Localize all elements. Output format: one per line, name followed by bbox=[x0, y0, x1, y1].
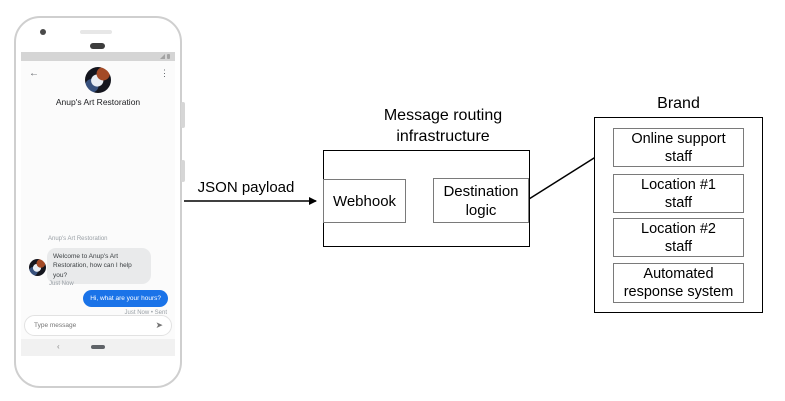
outgoing-timestamp: Just Now • Sent bbox=[124, 310, 167, 316]
android-nav-bar: ‹ bbox=[21, 339, 175, 356]
phone-frame: ← ⋮ Anup's Art Restoration Anup's Art Re… bbox=[14, 16, 185, 388]
incoming-message-bubble: Welcome to Anup's Art Restoration, how c… bbox=[47, 248, 151, 285]
earpiece-speaker bbox=[80, 30, 112, 34]
status-bar bbox=[21, 52, 175, 61]
send-icon[interactable]: ➤ bbox=[155, 320, 163, 330]
overflow-menu-icon[interactable]: ⋮ bbox=[160, 68, 169, 78]
brand-member-location-2: Location #2 staff bbox=[613, 218, 744, 257]
battery-icon bbox=[167, 54, 170, 59]
chat-header: ← ⋮ Anup's Art Restoration bbox=[21, 61, 175, 109]
brand-member-location-1: Location #1 staff bbox=[613, 174, 744, 213]
chat-title: Anup's Art Restoration bbox=[55, 97, 141, 107]
message-avatar bbox=[29, 259, 46, 276]
nav-back-icon[interactable]: ‹ bbox=[57, 342, 60, 351]
signal-icon bbox=[160, 54, 165, 59]
destination-logic-box: Destination logic bbox=[433, 178, 529, 223]
business-avatar bbox=[85, 67, 111, 93]
message-input[interactable] bbox=[25, 322, 156, 329]
sender-name-label: Anup's Art Restoration bbox=[48, 236, 108, 242]
webhook-box: Webhook bbox=[323, 179, 406, 223]
json-payload-label: JSON payload bbox=[197, 179, 295, 196]
brand-member-online-support: Online support staff bbox=[613, 128, 744, 167]
nav-home-pill[interactable] bbox=[91, 345, 105, 349]
incoming-timestamp: Just Now bbox=[49, 281, 74, 287]
brand-member-automated-response: Automated response system bbox=[613, 263, 744, 303]
routing-infrastructure-title: Message routing infrastructure bbox=[383, 107, 503, 145]
arrow-destination-to-brand bbox=[528, 152, 603, 200]
front-camera-icon bbox=[40, 29, 46, 35]
phone-screen: ← ⋮ Anup's Art Restoration Anup's Art Re… bbox=[21, 52, 175, 356]
volume-button bbox=[181, 102, 185, 128]
message-composer[interactable]: ➤ bbox=[24, 315, 172, 336]
brand-title: Brand bbox=[657, 95, 700, 112]
power-button bbox=[181, 160, 185, 182]
speaker-grill bbox=[90, 43, 105, 49]
outgoing-message-bubble: Hi, what are your hours? bbox=[83, 290, 168, 308]
back-arrow-icon[interactable]: ← bbox=[29, 68, 39, 79]
